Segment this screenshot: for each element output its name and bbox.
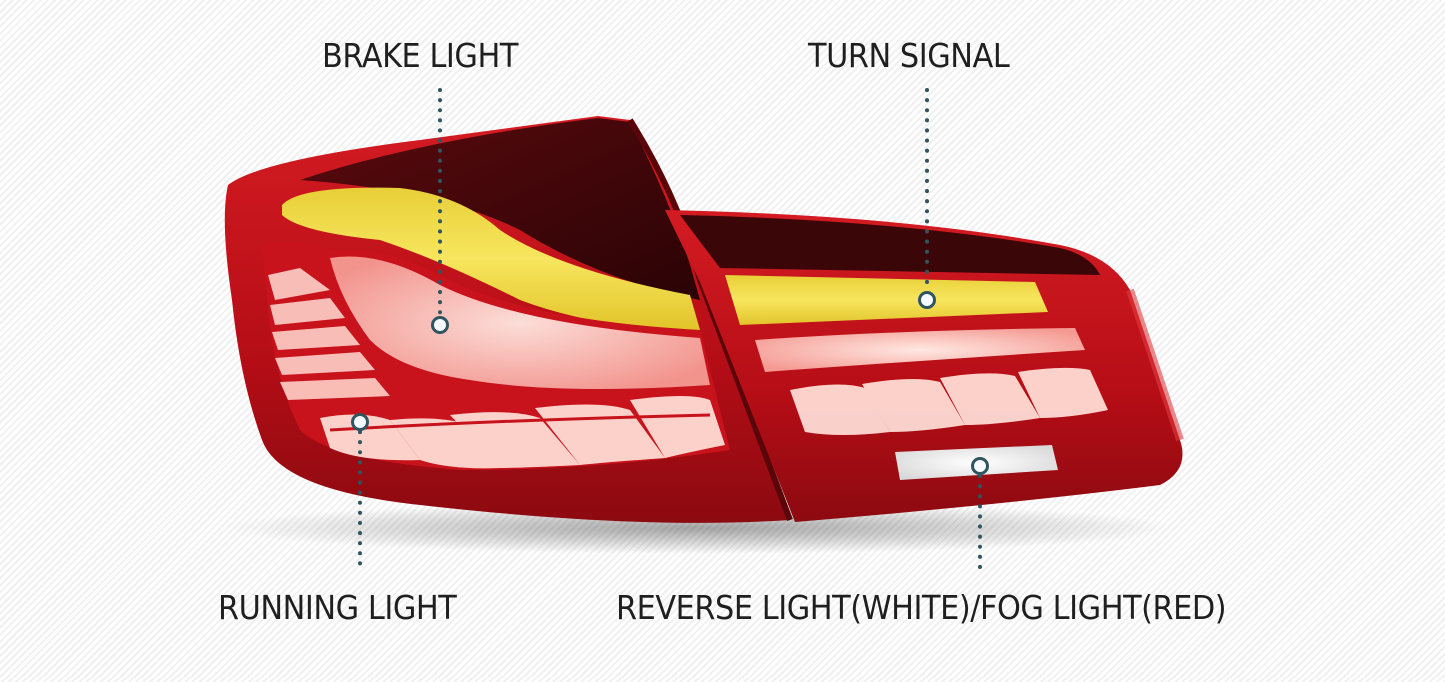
reverse-fog-light-label: REVERSE LIGHT(WHITE)/FOG LIGHT(RED) (616, 588, 1227, 627)
reverse-fog-light-marker (971, 457, 989, 475)
brake-light-label: BRAKE LIGHT (322, 36, 518, 75)
brake-light-marker (431, 316, 449, 334)
turn-signal-marker (918, 291, 936, 309)
leader-lines (358, 88, 982, 574)
running-light-label: RUNNING LIGHT (218, 588, 457, 627)
inner-lamp (665, 210, 1184, 522)
running-light-marker (351, 413, 369, 431)
outer-lamp (224, 116, 793, 523)
floor-shadow (220, 502, 1180, 554)
turn-signal-label: TURN SIGNAL (808, 36, 1010, 75)
